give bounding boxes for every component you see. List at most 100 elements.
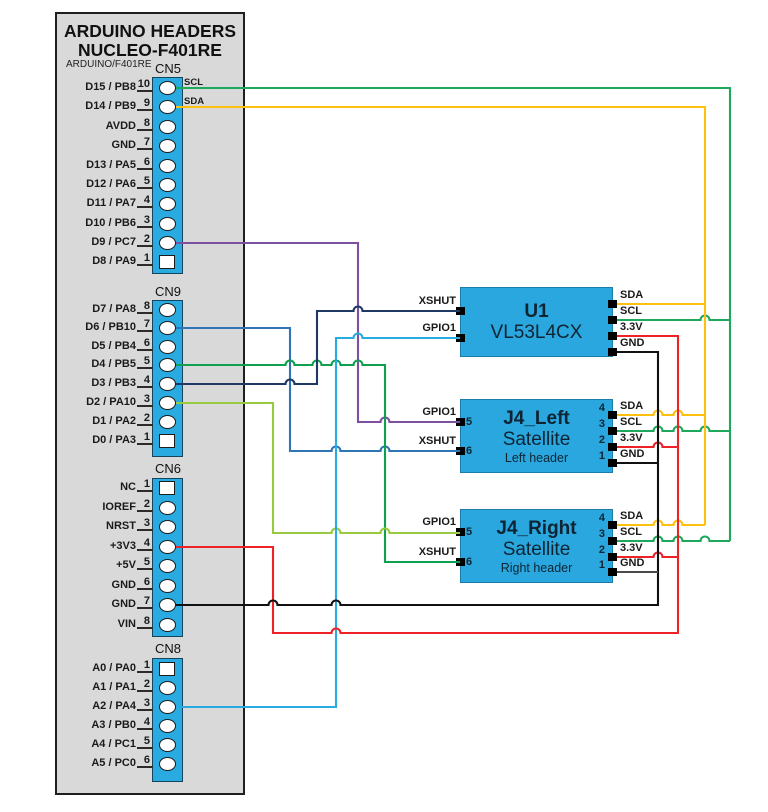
pin-label-CN9-8: D7 / PA8 — [92, 303, 136, 315]
modpin-num-J4_Left-3: 3 — [598, 418, 605, 430]
modpin-num-J4_Right-5: 5 — [466, 526, 473, 538]
pin-stub-CN5-3 — [137, 226, 153, 228]
pin-hole-CN5-8 — [159, 120, 176, 134]
pin-label-CN6-6: GND — [111, 579, 136, 591]
modpin-J4_Left-GND — [608, 459, 617, 467]
pin-number-CN5-3: 3 — [143, 214, 150, 226]
pin-hole-CN5-4 — [159, 197, 176, 211]
modpin-J4_Right-SDA — [608, 521, 617, 529]
pin-number-CN5-9: 9 — [143, 97, 150, 109]
pin-stub-CN6-4 — [137, 549, 153, 551]
module-name: VL53L4CX — [490, 321, 583, 343]
pin-number-CN6-1: 1 — [143, 478, 150, 490]
pin-hole-CN5-7 — [159, 139, 176, 153]
modpin-label-J4_Left-XSHUT: XSHUT — [418, 435, 456, 447]
pin-label-CN8-3: A2 / PA4 — [92, 700, 136, 712]
pin-label-CN9-5: D4 / PB5 — [91, 358, 136, 370]
pin-label-CN5-6: D13 / PA5 — [86, 159, 136, 171]
pin-number-CN8-1: 1 — [143, 659, 150, 671]
pin-stub-CN6-6 — [137, 588, 153, 590]
pin-number-CN6-5: 5 — [143, 556, 150, 568]
pin-label-CN9-6: D5 / PB4 — [91, 340, 136, 352]
pin-hole-CN6-3 — [159, 520, 176, 534]
module-name: Satellite — [502, 538, 571, 560]
pin-number-CN9-5: 5 — [143, 355, 150, 367]
pin-stub-CN9-3 — [137, 405, 153, 407]
pin-hole-CN5-9 — [159, 100, 176, 114]
pin-number-CN5-7: 7 — [143, 136, 150, 148]
pin-label-CN5-9: D14 / PB9 — [85, 100, 136, 112]
modpin-J4_Left-XSHUT — [456, 447, 465, 455]
pin-stub-CN5-8 — [137, 129, 153, 131]
pin-label-CN5-1: D8 / PA9 — [92, 255, 136, 267]
pin-stub-CN9-7 — [137, 330, 153, 332]
panel-subtitle: ARDUINO/F401RE — [66, 59, 152, 70]
pin-hole-CN5-2 — [159, 236, 176, 250]
pin-hole-CN6-4 — [159, 540, 176, 554]
modpin-label-U1-GPIO1: GPIO1 — [422, 322, 456, 334]
pin-stub-CN8-1 — [137, 671, 153, 673]
pin-number-CN5-8: 8 — [143, 117, 150, 129]
pin-number-CN9-8: 8 — [143, 300, 150, 312]
modpin-label-J4_Right-SCL: SCL — [620, 526, 642, 538]
pin-stub-CN8-5 — [137, 747, 153, 749]
pin-number-CN6-4: 4 — [143, 537, 150, 549]
pin-label-CN5-8: AVDD — [105, 120, 136, 132]
pin-stub-CN5-9 — [137, 109, 153, 111]
pin-hole-CN8-2 — [159, 681, 176, 695]
pin-hole-CN9-5 — [159, 358, 176, 372]
modpin-num-J4_Right-1: 1 — [598, 559, 605, 571]
pin-number-CN6-3: 3 — [143, 517, 150, 529]
pin-label-CN5-2: D9 / PC7 — [91, 236, 136, 248]
pin-label-CN6-2: IOREF — [102, 501, 136, 513]
wire-scl-bus — [176, 86, 732, 541]
modpin-label-J4_Left-GPIO1: GPIO1 — [422, 406, 456, 418]
module-ref: J4_Right — [496, 517, 577, 539]
pin-number-CN5-4: 4 — [143, 194, 150, 206]
pin-hole-CN9-6 — [159, 340, 176, 354]
pin-number-CN8-4: 4 — [143, 716, 150, 728]
pin-stub-CN6-3 — [137, 529, 153, 531]
connector-label-CN9: CN9 — [154, 284, 181, 299]
pin-number-CN6-8: 8 — [143, 615, 150, 627]
pin-hole-CN9-7 — [159, 321, 176, 335]
pin-stub-CN8-2 — [137, 690, 153, 692]
pin-stub-CN5-6 — [137, 168, 153, 170]
pin-stub-CN9-6 — [137, 349, 153, 351]
modpin-num-J4_Left-1: 1 — [598, 450, 605, 462]
modpin-label-J4_Right-XSHUT: XSHUT — [418, 546, 456, 558]
pin-label-CN8-4: A3 / PB0 — [91, 719, 136, 731]
modpin-J4_Left-SCL — [608, 427, 617, 435]
modpin-J4_Right-XSHUT — [456, 558, 465, 566]
pin-hole-CN5-5 — [159, 178, 176, 192]
modpin-label-U1-GND: GND — [620, 337, 645, 349]
pin-label-CN9-4: D3 / PB3 — [91, 377, 136, 389]
modpin-label-U1-XSHUT: XSHUT — [418, 295, 456, 307]
module-ref: J4_Left — [503, 407, 570, 429]
pin-label-CN9-7: D6 / PB10 — [85, 321, 136, 333]
modpin-label-J4_Left-SDA: SDA — [620, 400, 644, 412]
pin-stub-CN6-8 — [137, 627, 153, 629]
panel-title-line2: NUCLEO-F401RE — [78, 40, 222, 60]
pin-number-CN5-1: 1 — [143, 252, 150, 264]
pin-label-CN6-3: NRST — [106, 520, 136, 532]
pin-label-CN9-1: D0 / PA3 — [92, 434, 136, 446]
pin-label-CN8-2: A1 / PA1 — [92, 681, 136, 693]
modpin-U1-GPIO1 — [456, 334, 465, 342]
modpin-label-J4_Right-GND: GND — [620, 557, 645, 569]
pin-stub-CN8-3 — [137, 709, 153, 711]
modpin-U1-GND — [608, 348, 617, 356]
pin-number-CN5-2: 2 — [143, 233, 150, 245]
pin-hole-CN5-6 — [159, 159, 176, 173]
net-tag-scl: SCL — [184, 77, 203, 88]
net-tag-sda: SDA — [184, 96, 205, 107]
pin-number-CN5-10: 10 — [137, 78, 150, 90]
pin-label-CN5-3: D10 / PB6 — [85, 217, 136, 229]
pin-label-CN6-8: VIN — [117, 618, 136, 630]
pin-label-CN5-10: D15 / PB8 — [85, 81, 136, 93]
modpin-U1-SDA — [608, 300, 617, 308]
pin-label-CN6-1: NC — [120, 481, 136, 493]
modpin-J4_Left-SDA — [608, 411, 617, 419]
pin-stub-CN8-6 — [137, 766, 153, 768]
